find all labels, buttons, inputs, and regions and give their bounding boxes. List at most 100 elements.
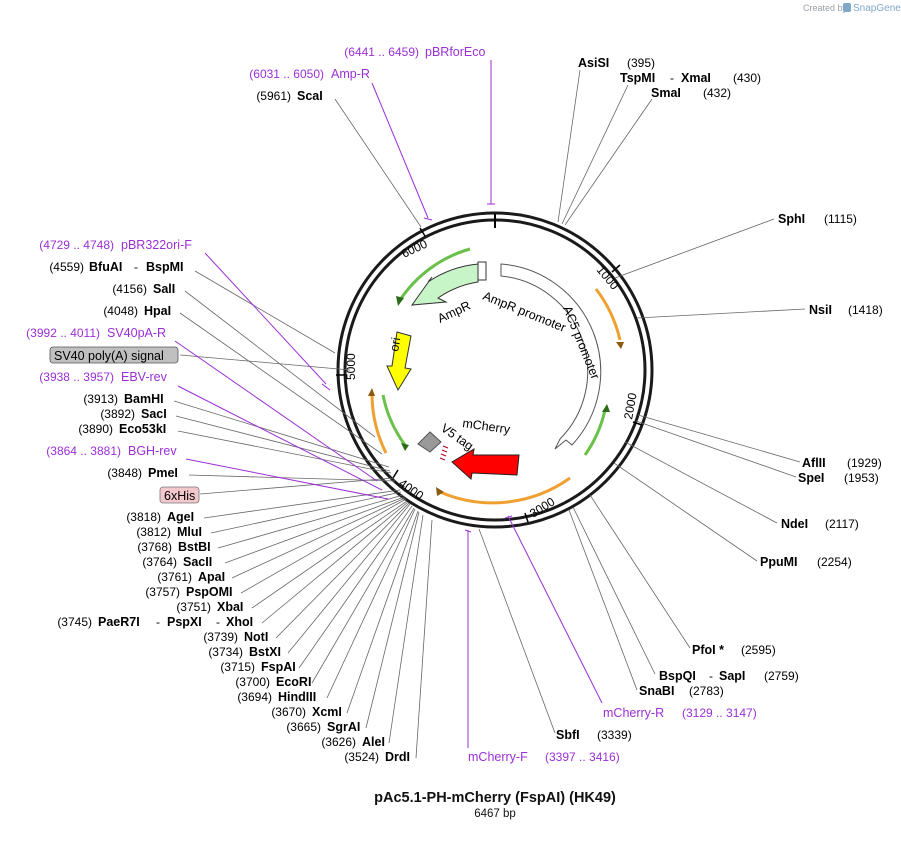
enzyme-sbfi-pos: (3339) xyxy=(597,728,632,742)
enzyme-snabi-pos: (2783) xyxy=(689,684,724,698)
enzyme-hpai[interactable]: HpaI xyxy=(144,304,171,318)
primer-sv40pa-r[interactable]: SV40pA-R xyxy=(107,326,166,340)
primer-pbrforeco[interactable]: pBRforEco xyxy=(425,45,485,59)
primer-mcherry-f[interactable]: mCherry-F xyxy=(468,750,528,764)
his-tag-box[interactable]: 6xHis xyxy=(159,486,200,504)
enzyme-bfuai[interactable]: BfuAI xyxy=(89,260,122,274)
enzyme-xcmi-pos: (3670) xyxy=(271,705,306,719)
enzyme-nsii[interactable]: NsiI xyxy=(809,303,832,317)
primer-sv40pa-r-range: (3992 .. 4011) xyxy=(26,326,100,340)
enzyme-pfoi-pos: (2595) xyxy=(741,643,776,657)
enzyme-apai-pos: (3761) xyxy=(157,570,192,584)
enzyme-separator: - xyxy=(709,669,713,683)
v5-tag-feature xyxy=(417,431,442,453)
enzyme-bstbi[interactable]: BstBI xyxy=(178,540,211,554)
ampr-promoter-feature xyxy=(500,263,602,450)
enzyme-agei[interactable]: AgeI xyxy=(167,510,194,524)
tick-label-5000: 5000 xyxy=(344,353,358,380)
enzyme-xhoi[interactable]: XhoI xyxy=(226,615,253,629)
credit-text: Created by xyxy=(803,3,848,13)
enzyme-sacii-pos: (3764) xyxy=(142,555,177,569)
primer-bgh-rev-range: (3864 .. 3881) xyxy=(46,444,121,458)
backbone xyxy=(336,211,654,529)
enzyme-ecori-pos: (3700) xyxy=(235,675,270,689)
enzyme-sphi-pos: (1115) xyxy=(824,212,857,226)
sv40-polya-box[interactable]: SV40 poly(A) signal xyxy=(49,346,179,364)
enzyme-sgrai[interactable]: SgrAI xyxy=(327,720,360,734)
enzyme-mlui[interactable]: MluI xyxy=(177,525,202,539)
orf-arcs xyxy=(370,288,622,505)
left-enzymes: (5961) ScaI (4559) BfuAI - BspMI (4156) … xyxy=(49,89,410,764)
green-arrow-heads xyxy=(396,296,610,451)
enzyme-sbfi[interactable]: SbfI xyxy=(556,728,580,742)
primer-amp-r[interactable]: Amp-R xyxy=(331,67,370,81)
enzyme-pspomi[interactable]: PspOMI xyxy=(186,585,233,599)
enzyme-aflii[interactable]: AflII xyxy=(802,456,826,470)
enzyme-sphi[interactable]: SphI xyxy=(778,212,805,226)
enzyme-ndei[interactable]: NdeI xyxy=(781,517,808,531)
enzyme-hindiii-pos: (3694) xyxy=(237,690,272,704)
enzyme-sali-pos: (4156) xyxy=(112,282,147,296)
enzyme-saci[interactable]: SacI xyxy=(141,407,167,421)
enzyme-scai[interactable]: ScaI xyxy=(297,89,323,103)
enzyme-ndei-pos: (2117) xyxy=(825,517,859,531)
mcherry-label: mCherry xyxy=(462,416,512,437)
enzyme-spei[interactable]: SpeI xyxy=(798,471,824,485)
enzyme-bspmi[interactable]: BspMI xyxy=(146,260,184,274)
enzyme-bfuai-pos: (4559) xyxy=(49,260,84,274)
enzyme-bstbi-pos: (3768) xyxy=(137,540,172,554)
credit-brand: SnapGene xyxy=(853,3,901,14)
enzyme-asisi-pos: (395) xyxy=(627,56,655,70)
enzyme-paer7i[interactable]: PaeR7I xyxy=(98,615,140,629)
enzyme-bamhi[interactable]: BamHI xyxy=(124,392,164,406)
primer-pbr322ori-f[interactable]: pBR322ori-F xyxy=(121,238,192,252)
enzyme-xmai[interactable]: XmaI xyxy=(681,71,711,85)
primer-mcherry-r[interactable]: mCherry-R xyxy=(603,706,664,720)
enzyme-hindiii[interactable]: HindIII xyxy=(278,690,316,704)
enzyme-xbai[interactable]: XbaI xyxy=(217,600,243,614)
map-title: pAc5.1-PH-mCherry (FspAI) (HK49) xyxy=(374,790,616,806)
enzyme-ppumi[interactable]: PpuMI xyxy=(760,555,798,569)
green-arcs xyxy=(381,247,607,456)
enzyme-ecori[interactable]: EcoRI xyxy=(276,675,311,689)
enzyme-pspomi-pos: (3757) xyxy=(145,585,180,599)
enzyme-asisi[interactable]: AsiSI xyxy=(578,56,609,70)
mcherry-feature xyxy=(451,448,520,480)
enzyme-alei[interactable]: AleI xyxy=(362,735,385,749)
enzyme-eco53ki[interactable]: Eco53kI xyxy=(119,422,166,436)
enzyme-bspqi[interactable]: BspQI xyxy=(659,669,696,683)
enzyme-pmei[interactable]: PmeI xyxy=(148,466,178,480)
map-length: 6467 bp xyxy=(474,808,516,820)
enzyme-xcmi[interactable]: XcmI xyxy=(312,705,342,719)
enzyme-aflii-pos: (1929) xyxy=(847,456,882,470)
enzyme-noti[interactable]: NotI xyxy=(244,630,268,644)
enzyme-pfoi[interactable]: PfoI * xyxy=(692,643,724,657)
tick-label-4000: 4000 xyxy=(396,476,426,503)
enzyme-scai-pos: (5961) xyxy=(256,89,291,103)
enzyme-bstxi[interactable]: BstXI xyxy=(249,645,281,659)
enzyme-pspxi[interactable]: PspXI xyxy=(167,615,202,629)
tick-label-2000: 2000 xyxy=(621,391,639,420)
primers: (6441 .. 6459) pBRforEco (6031 .. 6050) … xyxy=(26,45,757,764)
enzyme-sali[interactable]: SalI xyxy=(153,282,175,296)
enzyme-sapi[interactable]: SapI xyxy=(719,669,745,683)
enzyme-sgrai-pos: (3665) xyxy=(286,720,321,734)
enzyme-separator: - xyxy=(670,71,674,85)
enzyme-spei-pos: (1953) xyxy=(844,471,879,485)
enzyme-snabi[interactable]: SnaBI xyxy=(639,684,674,698)
enzyme-pmei-pos: (3848) xyxy=(107,466,142,480)
enzyme-apai[interactable]: ApaI xyxy=(198,570,225,584)
enzyme-ppumi-pos: (2254) xyxy=(817,555,852,569)
enzyme-hpai-pos: (4048) xyxy=(103,304,138,318)
enzyme-drdi[interactable]: DrdI xyxy=(385,750,410,764)
enzyme-sacii[interactable]: SacII xyxy=(183,555,212,569)
enzyme-smai-pos: (432) xyxy=(703,86,731,100)
enzyme-fspai[interactable]: FspAI xyxy=(261,660,296,674)
primer-bgh-rev[interactable]: BGH-rev xyxy=(128,444,177,458)
enzyme-tspmi[interactable]: TspMI xyxy=(620,71,655,85)
enzyme-nsii-pos: (1418) xyxy=(848,303,883,317)
primer-ebv-rev[interactable]: EBV-rev xyxy=(121,370,168,384)
tick-label-6000: 6000 xyxy=(399,237,429,261)
primer-pbrforeco-range: (6441 .. 6459) xyxy=(344,45,419,59)
enzyme-smai[interactable]: SmaI xyxy=(651,86,681,100)
